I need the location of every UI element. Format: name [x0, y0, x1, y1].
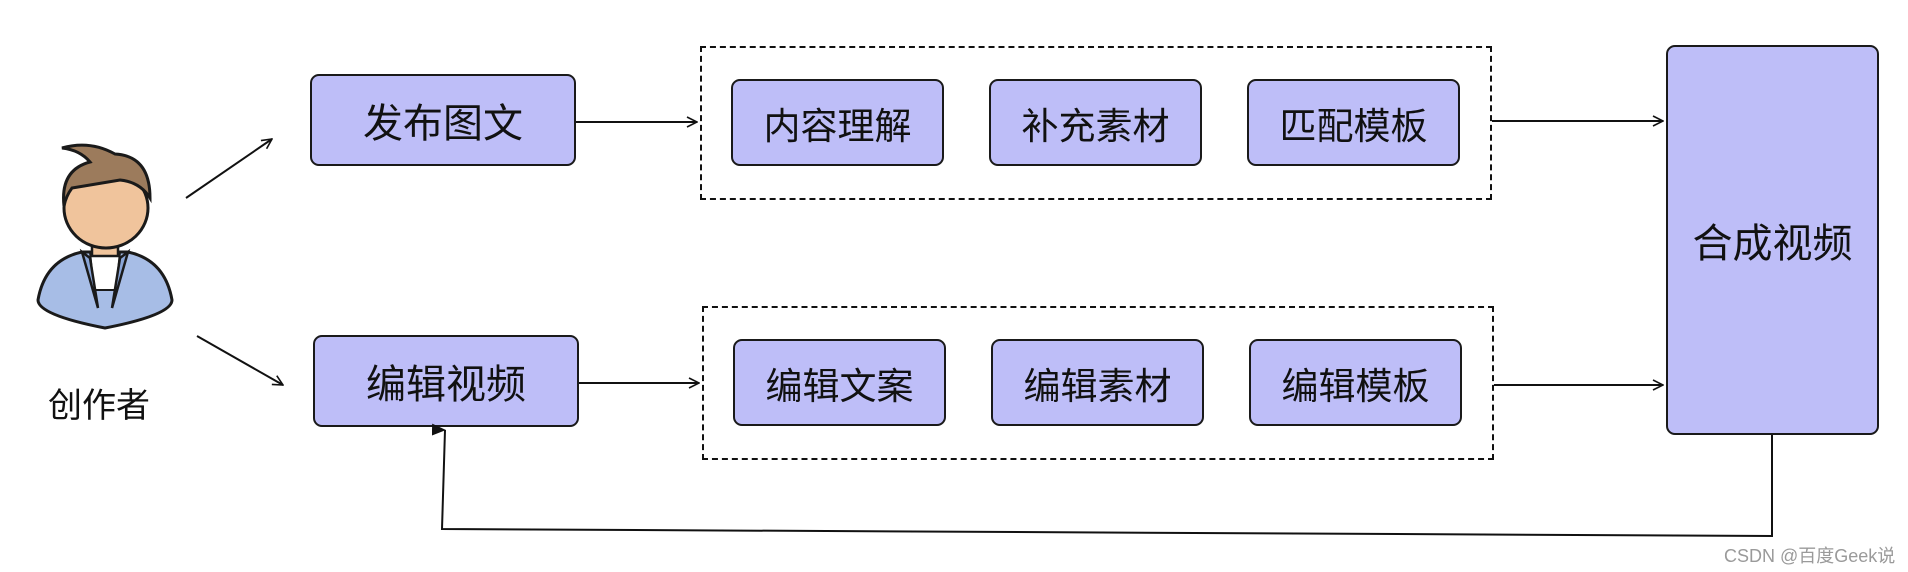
image-text-pipeline-group	[700, 46, 1492, 200]
supplement-material-box[interactable]: 补充素材	[989, 79, 1202, 166]
compose-video-box[interactable]: 合成视频	[1666, 45, 1879, 435]
match-template-box[interactable]: 匹配模板	[1247, 79, 1460, 166]
edit-video-box[interactable]: 编辑视频	[313, 335, 579, 427]
arrow-creator-to-edit	[196, 335, 283, 385]
arrow-output-feedback-to-edit	[431, 423, 1773, 538]
creator-avatar-icon	[36, 143, 174, 330]
content-understanding-box[interactable]: 内容理解	[731, 79, 944, 166]
edit-template-box[interactable]: 编辑模板	[1249, 339, 1462, 426]
video-edit-pipeline-group	[702, 306, 1494, 460]
edit-material-box[interactable]: 编辑素材	[991, 339, 1204, 426]
arrow-creator-to-publish	[185, 139, 272, 199]
creator-label: 创作者	[48, 386, 150, 426]
publish-image-text-box[interactable]: 发布图文	[310, 74, 576, 166]
watermark: CSDN @百度Geek说	[1724, 546, 1896, 566]
edit-copy-box[interactable]: 编辑文案	[733, 339, 946, 426]
